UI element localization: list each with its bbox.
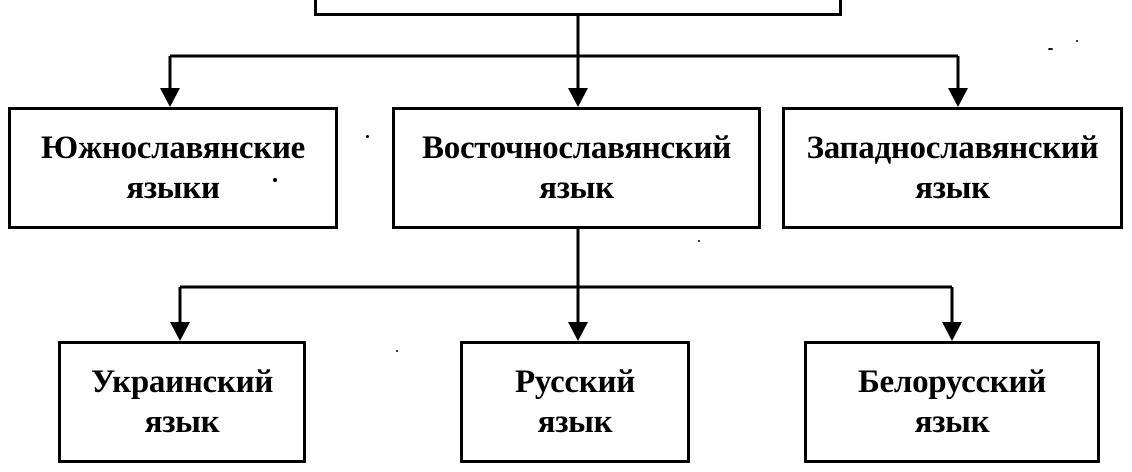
east-slavic-node: Восточнославянский язык xyxy=(392,107,761,229)
west-slavic-line1: Западнославянский xyxy=(806,130,1099,166)
ukrainian-node: Украинский язык xyxy=(58,341,306,463)
arrowhead-east xyxy=(568,88,588,107)
south-slavic-node: Южнославянские языки xyxy=(8,107,338,229)
arrowhead-south xyxy=(160,88,180,107)
scan-speck xyxy=(396,350,398,352)
arrowhead-bel xyxy=(942,322,962,341)
arrowhead-rus xyxy=(568,322,588,341)
west-slavic-line2: язык xyxy=(915,170,990,206)
east-slavic-line2: язык xyxy=(539,170,614,206)
west-slavic-node: Западнославянский язык xyxy=(782,107,1123,229)
scan-speck xyxy=(273,178,277,182)
root-node-box xyxy=(314,0,842,16)
scan-speck xyxy=(1076,40,1078,42)
russian-node: Русский язык xyxy=(460,341,690,463)
russian-line1: Русский xyxy=(515,364,635,400)
arrowhead-ukr xyxy=(170,322,190,341)
scan-speck xyxy=(698,240,700,242)
east-slavic-line1: Восточнославянский xyxy=(422,130,731,166)
ukrainian-line1: Украинский xyxy=(90,364,274,400)
ukrainian-line2: язык xyxy=(144,404,220,440)
russian-line2: язык xyxy=(537,404,613,440)
scan-speck xyxy=(1048,48,1053,50)
south-slavic-line1: Южнославянские xyxy=(40,130,306,166)
belarusian-line2: язык xyxy=(914,404,990,440)
arrowhead-west xyxy=(948,88,968,107)
south-slavic-line2: языки xyxy=(126,170,220,206)
scan-speck xyxy=(366,135,369,138)
belarusian-node: Белорусский язык xyxy=(804,341,1100,463)
belarusian-line1: Белорусский xyxy=(858,364,1046,400)
